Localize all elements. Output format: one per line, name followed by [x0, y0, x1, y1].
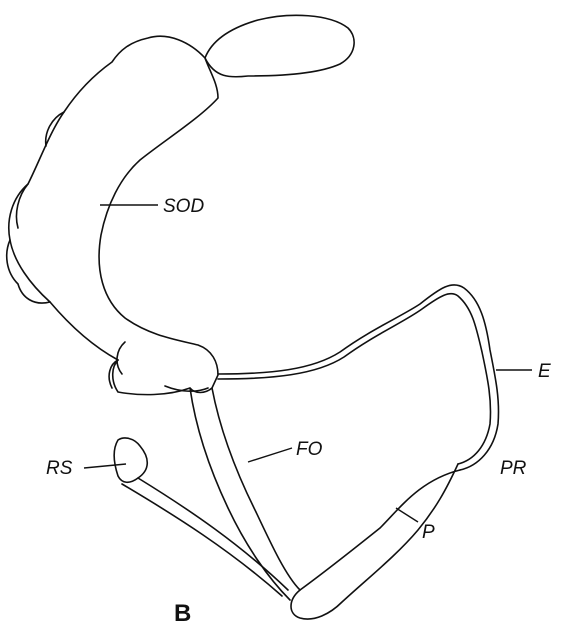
label-rs: RS	[46, 458, 73, 479]
sac-rs	[114, 438, 147, 482]
tube-fo	[190, 388, 290, 600]
label-pr: PR	[500, 458, 527, 479]
label-sod: SOD	[163, 196, 204, 217]
label-p: P	[422, 522, 435, 543]
leader-rs	[84, 464, 126, 468]
rs-duct	[138, 478, 288, 590]
label-fo: FO	[296, 439, 323, 460]
tube-fo-inner	[212, 388, 300, 590]
terminal-lobe	[205, 15, 354, 77]
label-e: E	[538, 361, 551, 382]
body-lobulations	[7, 112, 118, 388]
base-bulge	[117, 342, 208, 391]
panel-letter: B	[174, 600, 191, 627]
rs-duct-inner	[122, 484, 282, 596]
duct-e-inner	[218, 294, 491, 464]
leader-fo	[248, 448, 292, 462]
leader-p	[396, 508, 418, 522]
